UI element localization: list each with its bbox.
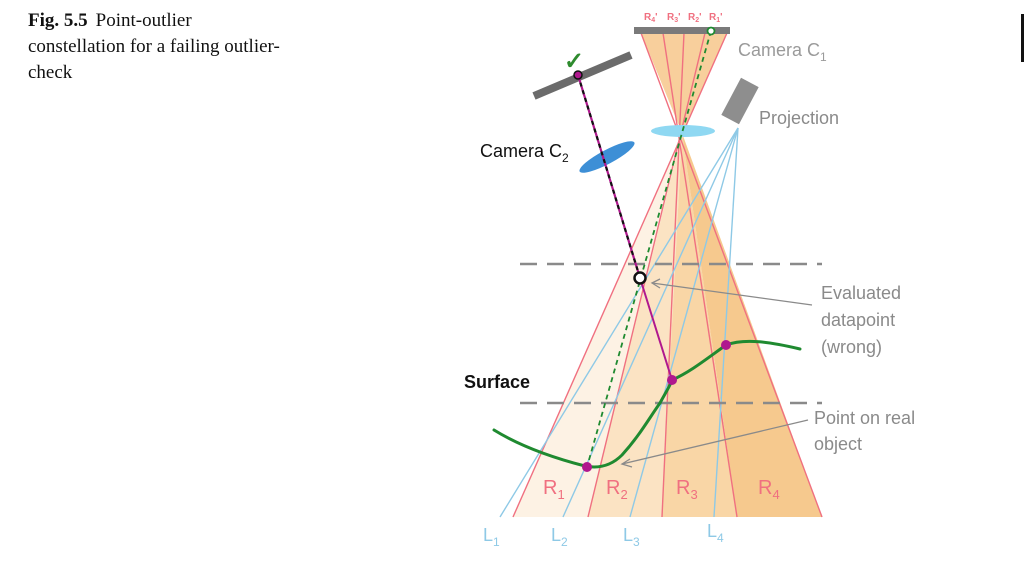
region-r4-fill — [682, 133, 822, 517]
evaluated-text-line-3: (wrong) — [821, 337, 882, 357]
light-label-l2: L2 — [551, 525, 568, 549]
surface-point-middle — [667, 375, 677, 385]
real-point-leader-arrow — [620, 458, 633, 468]
projection-ray-l2 — [562, 127, 739, 518]
sensor-label-r4: R4ʹ — [644, 12, 658, 24]
projection-rays — [499, 127, 739, 518]
sensor-label-r1: R1ʹ — [709, 12, 723, 24]
projection-ray-l4 — [713, 127, 739, 518]
sensor-label-r3: R3ʹ — [667, 12, 681, 24]
camera-c1-sensor — [634, 27, 730, 34]
real-point-leader-line — [621, 419, 809, 465]
real-point-text-line-1: Point on real — [814, 408, 915, 428]
evaluated-leader-arrow — [650, 278, 661, 289]
camera-c2-lens — [579, 141, 635, 173]
projector-icon — [721, 77, 759, 125]
figure-caption-text: Point-outlier constellation for a failin… — [28, 10, 280, 83]
surface-point-right — [721, 340, 731, 350]
region-labels: R1 R2 R3 R4 — [543, 477, 780, 502]
projection-ray-l3 — [629, 127, 739, 518]
real-point-annotation: Point on real object — [814, 408, 915, 454]
surface-label: Surface — [464, 372, 530, 392]
projection-label: Projection — [759, 108, 839, 128]
camera-c1-cone — [641, 33, 727, 133]
real-point-text-line-2: object — [814, 434, 862, 454]
evaluated-leader-line — [651, 282, 813, 306]
region-label-r4: R4 — [758, 477, 780, 502]
figure-number: Fig. 5.5 — [28, 10, 88, 31]
evaluated-text-line-2: datapoint — [821, 310, 895, 330]
region-label-r1: R1 — [543, 477, 565, 502]
evaluated-datapoint-marker — [633, 271, 647, 285]
light-line-labels: L1 L2 L3 L4 — [483, 521, 724, 549]
camera-c2-label: Camera C2 — [480, 141, 569, 165]
camera-c1-ray — [586, 30, 712, 468]
camera-c1-label: Camera C1 — [738, 40, 827, 64]
evaluated-datapoint-annotation: Evaluated datapoint (wrong) — [821, 283, 901, 357]
light-label-l4: L4 — [707, 521, 724, 545]
region-label-r3: R3 — [676, 477, 698, 502]
light-label-l3: L3 — [623, 525, 640, 549]
region-r3-fill — [662, 133, 737, 517]
camera-c2-ray-extension — [639, 277, 673, 381]
check-mark-icon: ✓ — [564, 48, 584, 75]
sensor-labels: R4ʹ R3ʹ R2ʹ R1ʹ — [644, 12, 723, 24]
measurement-planes — [520, 262, 822, 405]
surface-point-real — [582, 462, 592, 472]
region-label-r2: R2 — [606, 477, 628, 502]
light-label-l1: L1 — [483, 525, 500, 549]
page-edge-mark — [1021, 14, 1024, 62]
sensor-label-r2: R2ʹ — [688, 12, 702, 24]
evaluated-text-line-1: Evaluated — [821, 283, 901, 303]
camera-c2-pixel — [573, 70, 583, 80]
camera-c2-ray-dashes — [576, 74, 642, 279]
camera-c1-pixel — [706, 26, 716, 36]
